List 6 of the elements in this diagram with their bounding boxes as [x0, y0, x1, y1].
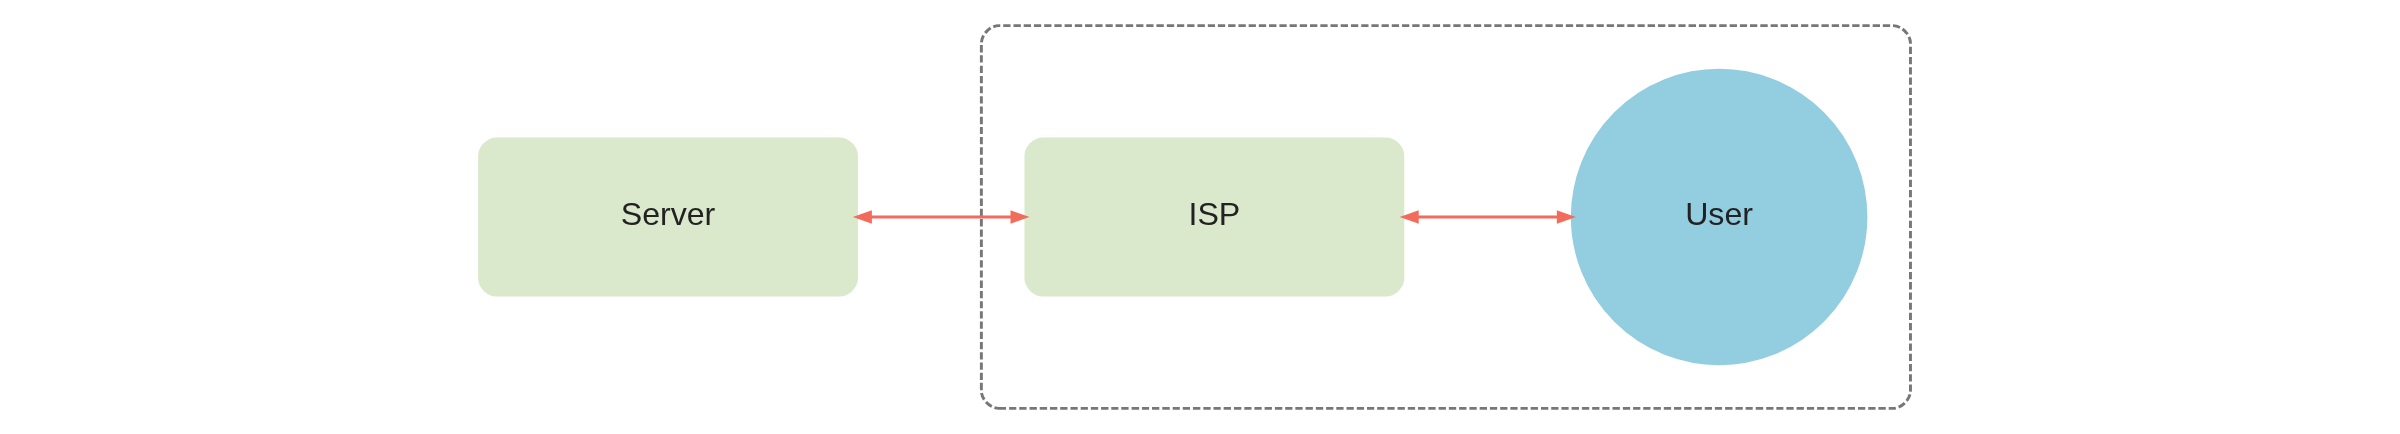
node-box: ISP — [1023, 137, 1404, 297]
node-circle: User — [1570, 68, 1867, 366]
arrow — [852, 210, 1030, 224]
arrow — [1399, 210, 1576, 224]
node-box: Server — [477, 137, 858, 297]
cluster — [979, 24, 1912, 410]
